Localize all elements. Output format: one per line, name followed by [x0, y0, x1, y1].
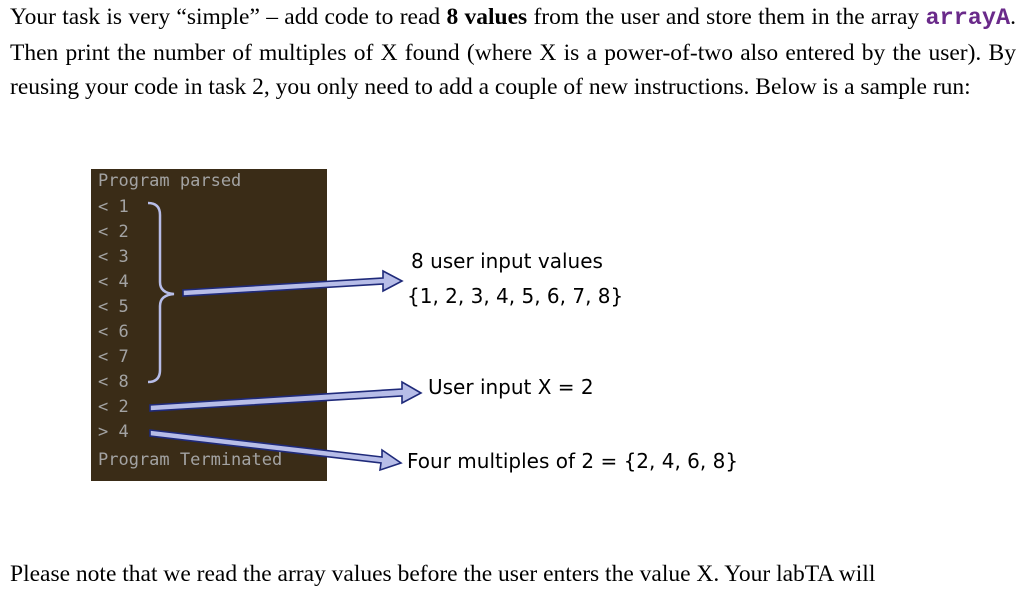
intro-bold-values: 8 values — [446, 4, 528, 30]
terminal-line: < 2 — [98, 397, 129, 417]
intro-text-1: Your task is very “simple” – add code to… — [10, 4, 447, 30]
terminal-line: < 7 — [98, 347, 129, 367]
terminal-line: < 6 — [98, 322, 129, 342]
arrow-to-multiples-icon — [149, 429, 403, 472]
callout-input-values-set: {1, 2, 3, 4, 5, 6, 7, 8} — [407, 284, 624, 308]
callout-user-x: User input X = 2 — [428, 375, 594, 399]
array-name: arrayA — [925, 5, 1011, 32]
intro-text-3: . Then print the number of multiples of … — [10, 4, 1016, 100]
arrow-to-user-x-icon — [149, 380, 423, 412]
terminal-line: < 5 — [98, 297, 129, 317]
brace-icon — [147, 201, 175, 384]
footer-paragraph: Please note that we read the array value… — [10, 561, 876, 587]
arrow-to-input-values-icon — [182, 269, 404, 297]
intro-text-2: from the user and store them in the arra… — [527, 4, 926, 30]
callout-multiples: Four multiples of 2 = {2, 4, 6, 8} — [407, 449, 739, 473]
terminal-line: Program parsed — [98, 171, 242, 191]
terminal-line: < 8 — [98, 372, 129, 392]
terminal-line: < 3 — [98, 247, 129, 267]
intro-paragraph: Your task is very “simple” – add code to… — [10, 0, 1016, 104]
sample-run-terminal: Program parsed < 1 < 2 < 3 < 4 < 5 < 6 <… — [91, 169, 327, 481]
terminal-line: < 2 — [98, 222, 129, 242]
terminal-line: Program Terminated — [98, 450, 283, 470]
callout-input-values-title: 8 user input values — [411, 249, 603, 273]
terminal-line: < 1 — [98, 197, 129, 217]
terminal-line: > 4 — [98, 422, 129, 442]
terminal-line: < 4 — [98, 272, 129, 292]
